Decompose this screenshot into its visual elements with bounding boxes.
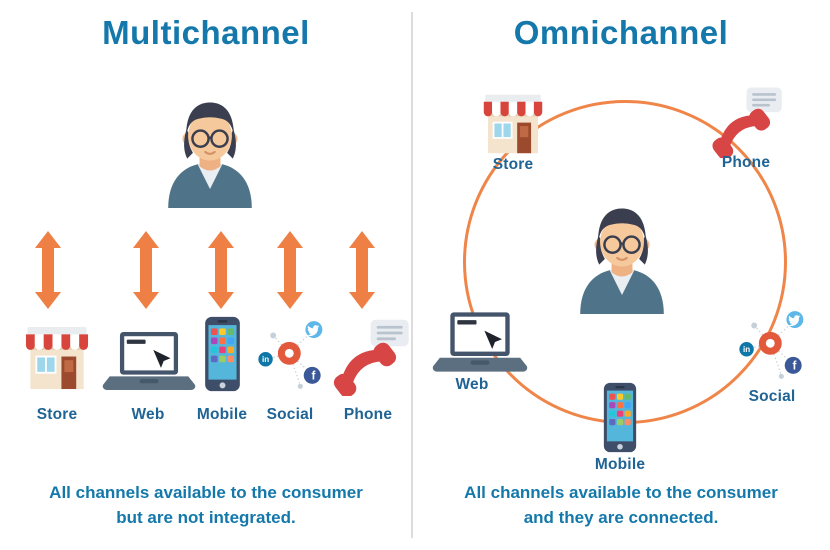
storefront-icon bbox=[478, 92, 548, 156]
omnichannel-caption: All channels available to the consumer a… bbox=[420, 481, 822, 530]
smartphone-icon bbox=[600, 382, 640, 453]
channel-label-store: Store bbox=[36, 406, 78, 423]
channel-label-mobile: Mobile bbox=[196, 406, 248, 423]
omnichannel-panel: Omnichannel bbox=[412, 0, 830, 550]
two-way-arrow-icon bbox=[356, 248, 368, 292]
consumer-avatar-icon bbox=[153, 92, 267, 210]
channel-label-web: Web bbox=[131, 406, 165, 423]
multichannel-caption: All channels available to the consumer b… bbox=[8, 481, 404, 530]
linkedin-icon: in bbox=[262, 355, 269, 364]
multichannel-caption-line1: All channels available to the consumer bbox=[49, 483, 363, 502]
omnichannel-title: Omnichannel bbox=[513, 14, 729, 51]
laptop-icon bbox=[432, 310, 528, 374]
facebook-icon: f bbox=[311, 369, 315, 383]
two-way-arrow-icon bbox=[42, 248, 54, 292]
channel-label-store: Store bbox=[492, 156, 534, 173]
channel-label-social: Social bbox=[748, 388, 796, 405]
channel-label-phone: Phone bbox=[721, 154, 771, 171]
multichannel-caption-line2: but are not integrated. bbox=[116, 507, 296, 527]
omnichannel-caption-line2: and they are connected. bbox=[523, 507, 719, 527]
panel-divider bbox=[411, 12, 413, 538]
multichannel-title: Multichannel bbox=[102, 14, 310, 51]
storefront-icon bbox=[20, 324, 94, 392]
social-network-icon: in f bbox=[733, 306, 811, 384]
consumer-avatar-icon bbox=[565, 198, 679, 316]
social-network-icon: in f bbox=[252, 316, 330, 394]
smartphone-icon bbox=[201, 316, 244, 392]
channel-label-mobile: Mobile bbox=[594, 456, 646, 473]
two-way-arrow-icon bbox=[215, 248, 227, 292]
channel-label-phone: Phone bbox=[343, 406, 393, 423]
telephone-handset-icon bbox=[705, 86, 785, 158]
omnichannel-caption-line1: All channels available to the consumer bbox=[464, 483, 778, 502]
multichannel-panel: Multichannel bbox=[0, 0, 412, 550]
two-way-arrow-icon bbox=[284, 248, 296, 292]
facebook-icon: f bbox=[792, 359, 796, 373]
linkedin-icon: in bbox=[743, 345, 750, 354]
two-way-arrow-icon bbox=[140, 248, 152, 292]
channel-label-web: Web bbox=[455, 376, 489, 393]
telephone-handset-icon bbox=[326, 318, 412, 396]
channel-label-social: Social bbox=[266, 406, 314, 423]
laptop-icon bbox=[102, 330, 196, 392]
